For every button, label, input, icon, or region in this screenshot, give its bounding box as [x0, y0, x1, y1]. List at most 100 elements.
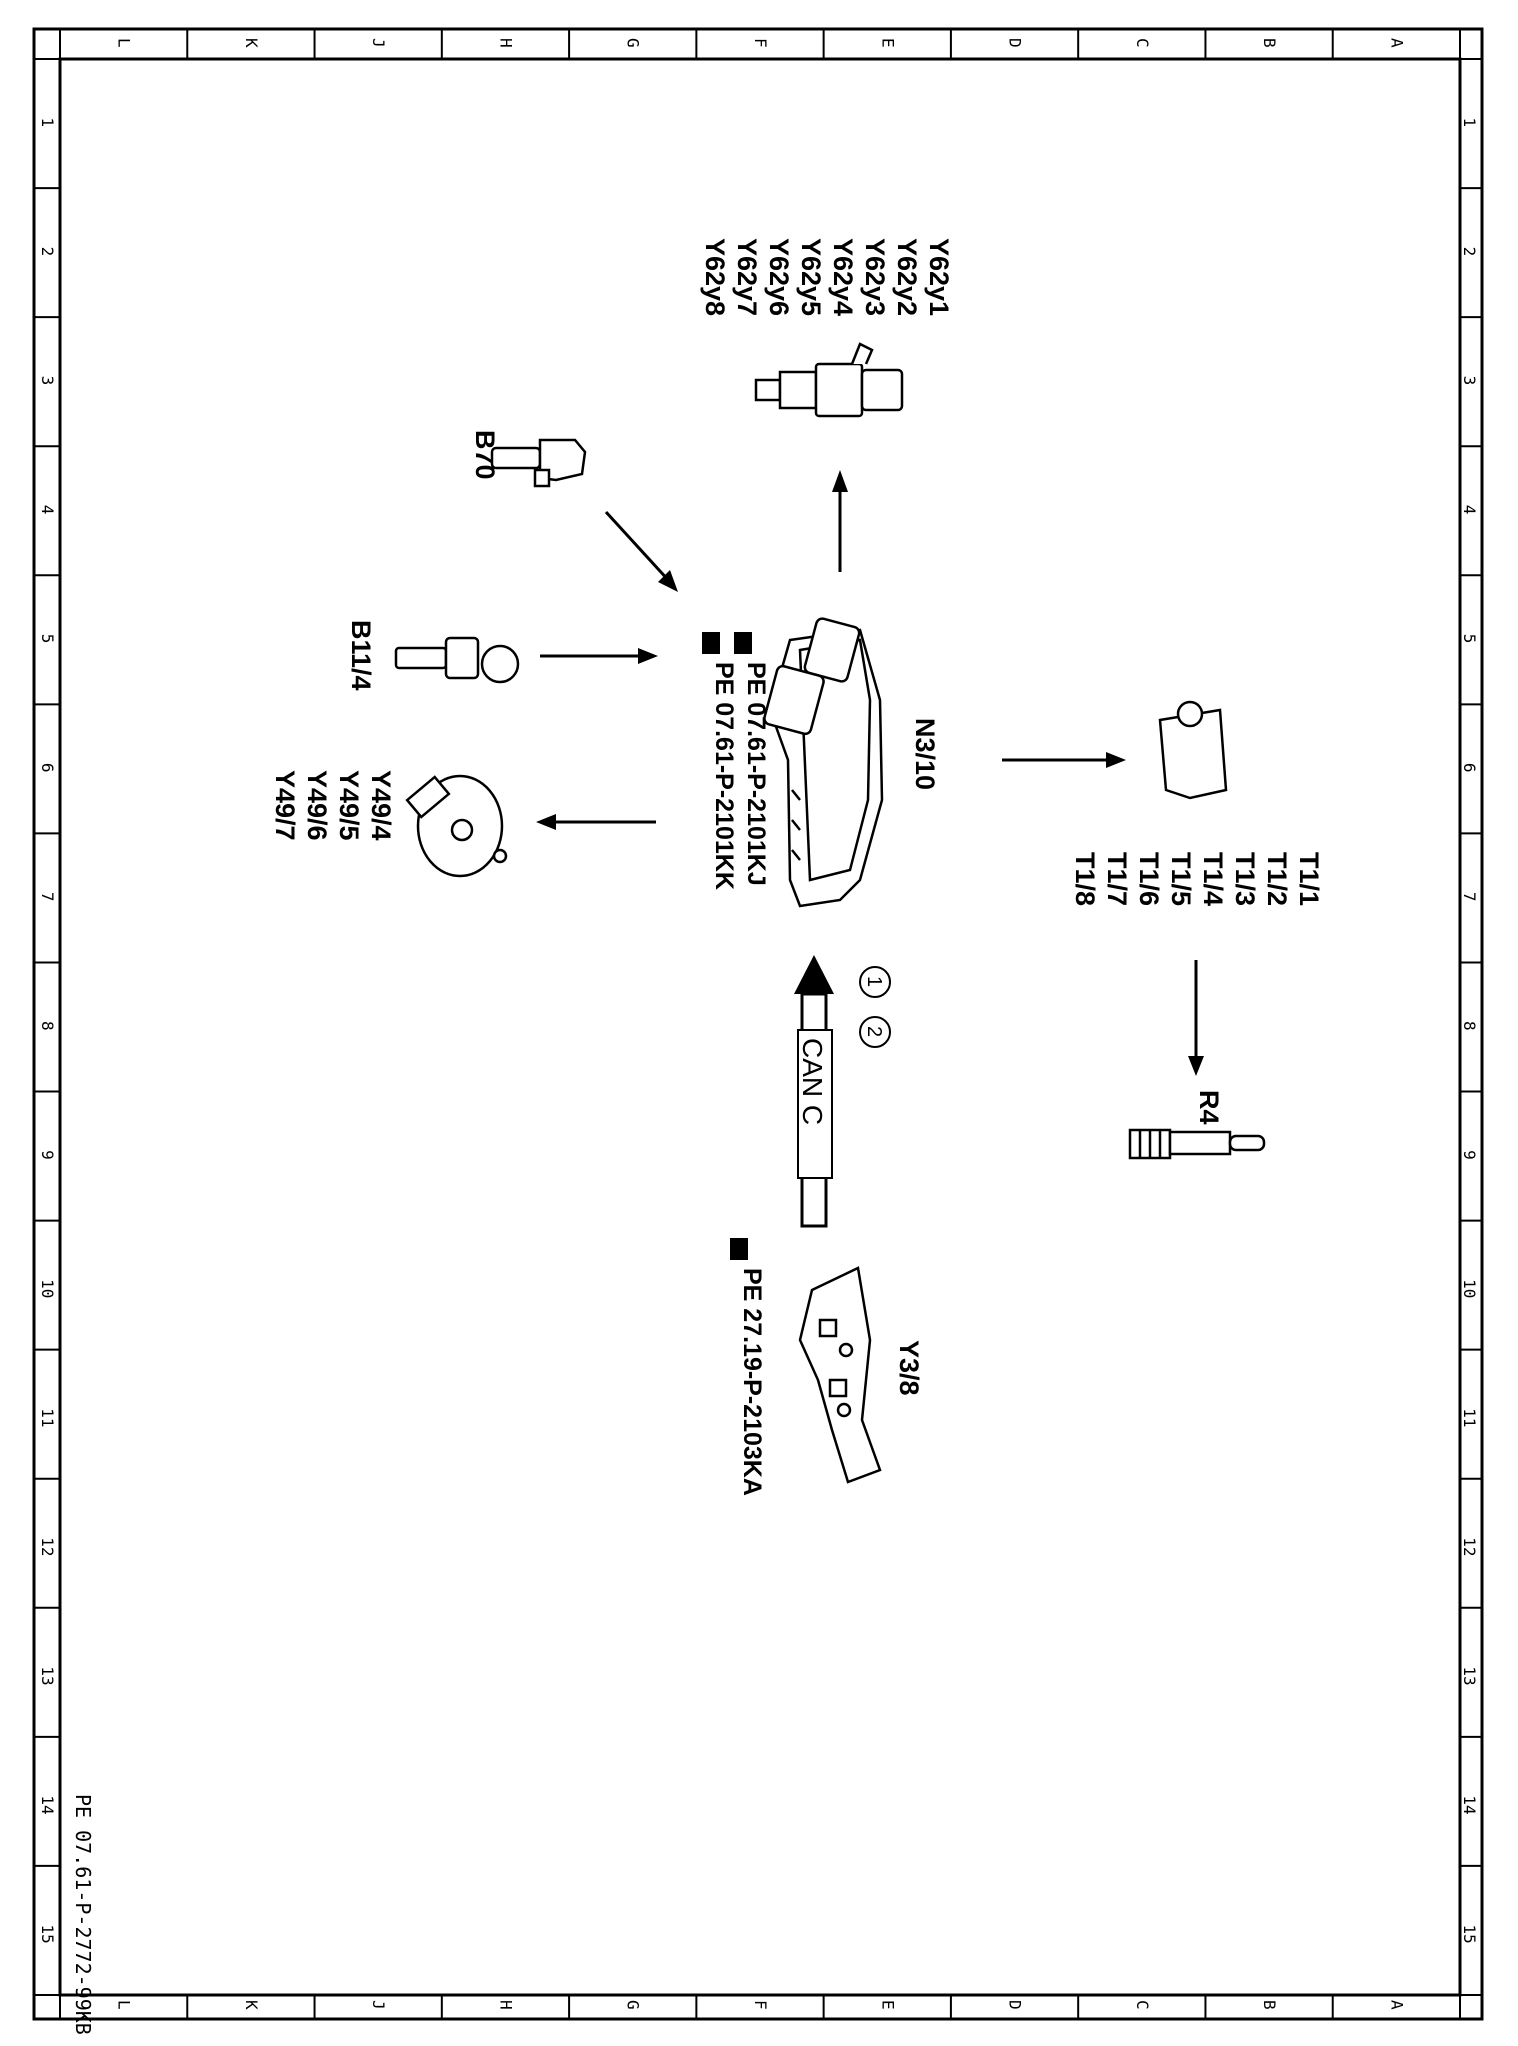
b11-4-body [444, 636, 480, 680]
arrowhead-b11-4 [638, 648, 658, 664]
label-y49-7: Y49/7 [270, 770, 300, 841]
arrowhead-y49 [536, 814, 556, 830]
y49-label-group: Y49/4 Y49/5 Y49/6 Y49/7 [270, 770, 396, 841]
ecu-ribs [791, 789, 801, 861]
inner-frame [58, 57, 1462, 1997]
spark-plug-drawing [1128, 1128, 1266, 1160]
pe-ref-kj: PE 07.61-P-2101KJ [742, 662, 770, 886]
grid-row-label-left: 14 [38, 1795, 57, 1814]
y3-8-block-a [818, 1318, 838, 1338]
can-bus-connector: CAN C [794, 955, 834, 1228]
grid-column-label-top: D [1006, 38, 1025, 48]
grid-row-label-right: 12 [1460, 1537, 1479, 1556]
y3-8-port-b [836, 1402, 852, 1418]
grid-column-label-bottom: H [496, 2000, 515, 2010]
ecu-panel [798, 638, 872, 882]
label-t1-7: T1/7 [1102, 852, 1132, 906]
b70-shaft [490, 446, 542, 470]
label-y62y4: Y62y4 [828, 238, 858, 316]
label-y49-4: Y49/4 [366, 770, 396, 841]
grid-row-label-right: 10 [1460, 1279, 1479, 1298]
y49-plug [405, 775, 451, 819]
injector-plug [850, 342, 874, 365]
b70-tab [533, 468, 551, 488]
grid-column-label-top: B [1260, 38, 1279, 48]
grid-column-label-bottom: G [624, 2000, 643, 2010]
grid-column-label-top: K [242, 38, 261, 48]
grid-column-label-top: E [878, 38, 897, 48]
grid-row-label-left: 7 [38, 892, 57, 902]
grid-column-label-top: G [624, 38, 643, 48]
reference-hand-icon [702, 632, 720, 654]
label-n3-10: N3/10 [910, 718, 940, 790]
y49-mount-hole [492, 848, 508, 864]
document-id: PE 07.61-P-2772-99KB [71, 1794, 95, 2035]
label-y62y5: Y62y5 [796, 238, 826, 316]
injector-top [860, 368, 904, 412]
label-t1-2: T1/2 [1262, 852, 1292, 906]
pe-ref-y3: PE 27.19-P-2103KA [738, 1268, 766, 1496]
injector-body [814, 362, 864, 418]
grid-column-label-bottom: A [1387, 2000, 1406, 2010]
coil-body [1158, 708, 1228, 800]
grid-column-label-top: H [496, 38, 515, 48]
grid-row-label-left: 5 [38, 634, 57, 644]
label-y49-5: Y49/5 [334, 770, 364, 841]
grid-row-label-left: 2 [38, 247, 57, 257]
grid-row-label-left: 10 [38, 1279, 57, 1298]
grid-row-label-right: 15 [1460, 1924, 1479, 1943]
signal-arrows [536, 470, 1204, 1076]
t1-label-group: T1/1 T1/2 T1/3 T1/4 T1/5 T1/6 T1/7 T1/8 [1070, 852, 1324, 906]
plug-insulator [1168, 1130, 1232, 1156]
reference-hand-icon [734, 632, 752, 654]
grid-column-label-bottom: K [242, 2000, 261, 2010]
arrowhead-injectors [832, 470, 848, 492]
grid-row-label-right: 7 [1460, 892, 1479, 902]
arrowhead-r4 [1188, 1056, 1204, 1076]
b11-4-probe [394, 646, 448, 670]
grid-row-label-left: 4 [38, 505, 57, 515]
grid-column-label-bottom: D [1006, 2000, 1025, 2010]
label-y62y3: Y62y3 [860, 238, 890, 316]
label-t1-1: T1/1 [1294, 852, 1324, 906]
transmission-control-drawing [798, 1266, 882, 1484]
plug-tip [1228, 1134, 1266, 1152]
grid-column-label-top: C [1133, 38, 1152, 48]
grid-column-label-top: L [115, 38, 134, 48]
pe-ref-kk: PE 07.61-P-2101KK [710, 662, 738, 890]
grid-row-label-left: 8 [38, 1021, 57, 1031]
grid-row-label-right: 13 [1460, 1666, 1479, 1685]
grid-column-label-bottom: F [751, 2000, 770, 2010]
grid-row-label-right: 14 [1460, 1795, 1479, 1814]
label-t1-6: T1/6 [1134, 852, 1164, 906]
arrow-from-b70 [604, 510, 672, 584]
ecu-n3-10-drawing [763, 617, 884, 908]
grid-column-label-top: A [1387, 38, 1406, 48]
label-t1-3: T1/3 [1230, 852, 1260, 906]
y3-reference-group: PE 27.19-P-2103KA [730, 1238, 766, 1496]
y3-8-plate [798, 1266, 882, 1484]
coil-terminal [1176, 700, 1204, 728]
label-r4: R4 [1194, 1090, 1224, 1125]
grid-row-label-left: 9 [38, 1150, 57, 1160]
label-t1-4: T1/4 [1198, 852, 1228, 906]
ecu-connector-a [803, 617, 861, 683]
label-b11-4: B11/4 [346, 620, 376, 691]
can-label-box [797, 1029, 833, 1179]
grid-column-label-bottom: E [878, 2000, 897, 2010]
note-circle-1-text: 1 [863, 976, 885, 987]
grid-column-label-top: J [369, 38, 388, 48]
note-circle-1 [859, 966, 891, 998]
grid-column-label-bottom: L [115, 2000, 134, 2010]
label-y3-8: Y3/8 [894, 1340, 924, 1396]
grid-row-label-right: 3 [1460, 376, 1479, 386]
grid-row-label-left: 1 [38, 118, 57, 128]
grid-row-label-right: 11 [1460, 1408, 1479, 1427]
y49-center [450, 818, 474, 842]
grid-row-label-left: 3 [38, 376, 57, 386]
grid-row-label-right: 8 [1460, 1021, 1479, 1031]
grid-row-label-left: 6 [38, 763, 57, 773]
grid-row-label-right: 2 [1460, 247, 1479, 257]
grid-column-label-bottom: J [369, 2000, 388, 2010]
